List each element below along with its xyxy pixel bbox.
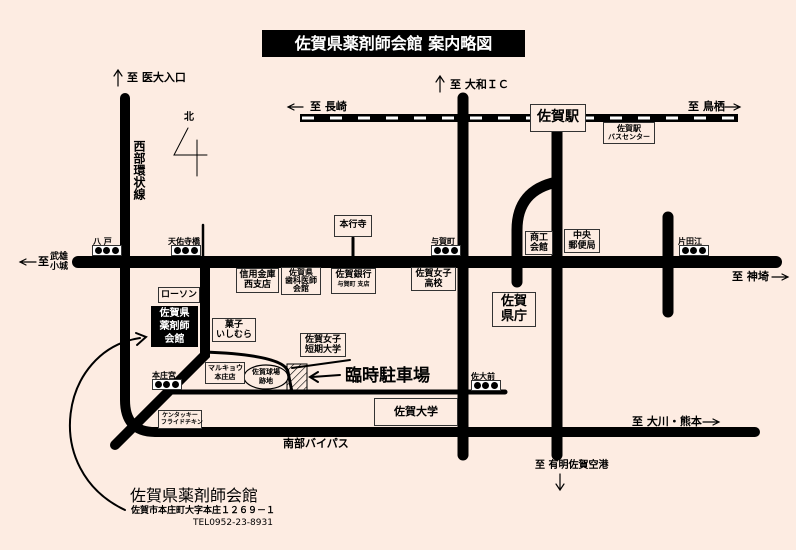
signal-name-honjogu: 本庄宮 — [152, 371, 176, 380]
traffic-signal-icon — [431, 245, 461, 256]
parking-arrow — [311, 374, 341, 378]
dir-okawa: 至 大川・熊本 — [632, 415, 702, 428]
label: フライドチキン — [161, 419, 203, 426]
venue-tel: TEL0952-23-8931 — [193, 518, 273, 528]
venue-box: 佐賀県薬剤師会館 — [151, 306, 198, 347]
traffic-signal-icon — [152, 379, 182, 390]
dir-nagasaki: 至 長崎 — [310, 100, 347, 113]
label: 会館 — [529, 243, 548, 253]
label: 歯科医師 — [285, 276, 317, 285]
arrow-right-icon — [771, 273, 790, 281]
arrow-right-icon — [724, 103, 742, 111]
dir-takeo-place: 武雄小城 — [50, 252, 69, 272]
road-205 — [110, 257, 210, 450]
traffic-signal-icon — [171, 245, 201, 256]
dir-yamato: 至 大和ＩＣ — [450, 78, 509, 91]
marukyo-box: マルキョウ本庄店 — [205, 362, 245, 384]
north-label: 北 — [184, 112, 194, 123]
dir-takeo: 至 — [38, 255, 49, 268]
label: 本庄店 — [214, 373, 236, 381]
signal-name-yato: 八 戸 — [93, 237, 112, 246]
curve-road — [511, 176, 563, 288]
label: 佐賀駅 — [617, 124, 641, 133]
arrow-right-icon — [702, 418, 721, 426]
arrow-left-icon — [18, 258, 37, 266]
label: ケンタッキー — [162, 412, 198, 419]
label: 佐賀銀行 — [335, 270, 372, 280]
label: バスセンター — [608, 133, 650, 141]
parking-label: 臨時駐車場 — [345, 366, 430, 386]
label: 会館 — [164, 334, 185, 345]
signal-name-katadae: 片田江 — [678, 237, 702, 246]
label: 薬剤師 — [159, 321, 190, 332]
ishimura-box: 菓子いしむら — [212, 318, 256, 342]
signal-name-tenyuji: 天佑寺橋 — [168, 237, 200, 246]
label: マルキョウ — [208, 364, 243, 372]
dental-box: 佐賀県歯科医師会館 — [281, 267, 321, 295]
girls-high-box: 佐賀女子高校 — [411, 267, 456, 291]
arrow-up-icon — [435, 74, 445, 93]
map-title: 佐賀県薬剤師会館 案内略図 — [262, 30, 525, 57]
label: 佐賀県 — [289, 268, 313, 277]
label: 佐賀県 — [159, 308, 190, 319]
road-label-seibu: 西部環状線 — [132, 140, 146, 200]
dir-tosu: 至 鳥栖 — [688, 100, 725, 113]
stadium-label: 佐賀球場跡地 — [246, 368, 286, 386]
signal-name-yokaramachi: 与賀町 — [431, 237, 455, 246]
lawson-box: ローソン — [158, 287, 200, 303]
label: 会館 — [293, 284, 309, 293]
parking-arrow-head — [308, 371, 319, 383]
arrow-left-icon — [286, 103, 304, 111]
label: 佐賀女子 — [415, 269, 452, 279]
univ-box: 佐賀大学 — [374, 398, 458, 426]
traffic-signal-icon — [92, 245, 122, 256]
prefecture-box: 佐賀県庁 — [492, 292, 536, 327]
label: 西支店 — [243, 280, 271, 290]
dir-idai: 至 医大入口 — [127, 71, 186, 84]
label: 佐賀球場 — [252, 368, 280, 376]
label: 商工 — [529, 233, 548, 243]
venue-pointer — [68, 337, 141, 511]
venue-name: 佐賀県薬剤師会館 — [130, 486, 259, 505]
road-label-nanbu: 南部バイパス — [283, 437, 349, 450]
label: 佐賀 — [500, 294, 527, 309]
venue-pointer-head — [135, 332, 148, 346]
bus-center-box: 佐賀駅バスセンター — [603, 122, 655, 144]
arrow-up-icon — [113, 68, 123, 87]
shoko-box: 商工会館 — [525, 231, 553, 255]
bank-box: 佐賀銀行与賀町 支店 — [331, 268, 376, 294]
traffic-signal-icon — [471, 380, 501, 391]
label: 信用金庫 — [239, 270, 276, 280]
station-box: 佐賀駅 — [530, 104, 586, 132]
hongyoji-box: 本行寺 — [334, 215, 372, 237]
label: 与賀町 支店 — [337, 281, 370, 288]
junior-college-box: 佐賀女子短期大学 — [300, 333, 346, 357]
venue-address: 佐賀市本庄町大字本庄１２６９－１ — [131, 506, 276, 516]
label: 中央 — [572, 231, 591, 241]
traffic-signal-icon — [679, 245, 709, 256]
label: いしむら — [215, 330, 252, 340]
label: 短期大学 — [304, 345, 341, 355]
label: 菓子 — [224, 320, 243, 330]
kfc-box: ケンタッキーフライドチキン — [158, 410, 203, 429]
north-icon — [173, 127, 208, 177]
shinyo-box: 信用金庫西支店 — [236, 268, 279, 293]
label: 高校 — [424, 279, 443, 289]
dir-airport: 至 有明佐賀空港 — [535, 460, 609, 471]
parking-lot — [286, 363, 308, 394]
arrow-down-icon — [555, 473, 565, 492]
label: 佐賀女子 — [304, 335, 341, 345]
signal-name-sadaimae: 佐大前 — [471, 372, 495, 381]
label: 県庁 — [500, 309, 527, 324]
label: 跡地 — [259, 377, 273, 385]
post-box: 中央郵便局 — [564, 229, 600, 253]
label: 郵便局 — [568, 241, 596, 251]
dir-kanzaki: 至 神埼 — [732, 270, 769, 283]
